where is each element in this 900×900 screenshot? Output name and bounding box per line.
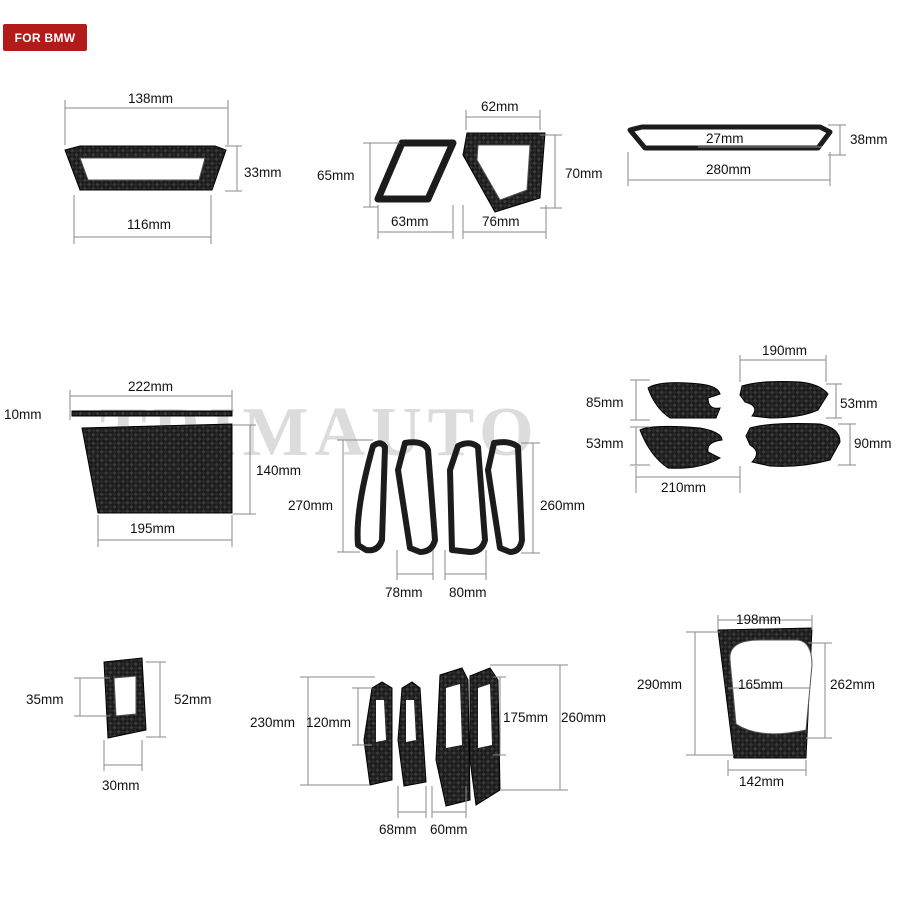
dim-label: 60mm xyxy=(430,822,468,837)
dim-label: 262mm xyxy=(830,677,875,692)
dim-label: 142mm xyxy=(739,774,784,789)
dim-label: 76mm xyxy=(482,214,520,229)
part-console-frame xyxy=(686,615,832,776)
part-small-frame xyxy=(74,657,166,771)
dim-label: 280mm xyxy=(706,162,751,177)
dim-label: 63mm xyxy=(391,214,429,229)
dim-label: 80mm xyxy=(449,585,487,600)
part-door-handle-trims xyxy=(337,439,540,580)
brand-badge: FOR BMW xyxy=(3,24,87,51)
dim-label: 65mm xyxy=(317,168,355,183)
dim-label: 85mm xyxy=(586,395,624,410)
dim-label: 120mm xyxy=(306,715,351,730)
part-frame-1 xyxy=(64,100,242,244)
part-handle-bowls xyxy=(630,355,856,493)
dim-label: 38mm xyxy=(850,132,888,147)
dim-label: 27mm xyxy=(706,131,744,146)
dim-label: 175mm xyxy=(503,710,548,725)
dim-label: 260mm xyxy=(561,710,606,725)
dim-label: 195mm xyxy=(130,521,175,536)
dim-label: 78mm xyxy=(385,585,423,600)
part-door-panel-trims xyxy=(300,664,568,818)
dim-label: 35mm xyxy=(26,692,64,707)
dim-label: 10mm xyxy=(4,407,42,422)
dim-label: 53mm xyxy=(840,396,878,411)
part-vent-trims xyxy=(363,110,562,239)
dim-label: 190mm xyxy=(762,343,807,358)
dim-label: 198mm xyxy=(736,612,781,627)
dim-label: 62mm xyxy=(481,99,519,114)
dim-label: 140mm xyxy=(256,463,301,478)
part-large-panel xyxy=(69,390,256,547)
dim-label: 116mm xyxy=(127,217,171,232)
dim-label: 230mm xyxy=(250,715,295,730)
dim-label: 138mm xyxy=(128,91,173,106)
dim-label: 222mm xyxy=(128,379,173,394)
dim-label: 53mm xyxy=(586,436,624,451)
dim-label: 290mm xyxy=(637,677,682,692)
dim-label: 33mm xyxy=(244,165,282,180)
dim-label: 210mm xyxy=(661,480,706,495)
dim-label: 70mm xyxy=(565,166,603,181)
dim-label: 52mm xyxy=(174,692,212,707)
dim-label: 90mm xyxy=(854,436,892,451)
dim-label: 30mm xyxy=(102,778,140,793)
dim-label: 165mm xyxy=(738,677,783,692)
dim-label: 68mm xyxy=(379,822,417,837)
dim-label: 260mm xyxy=(540,498,585,513)
dim-label: 270mm xyxy=(288,498,333,513)
part-long-strip xyxy=(627,124,846,186)
